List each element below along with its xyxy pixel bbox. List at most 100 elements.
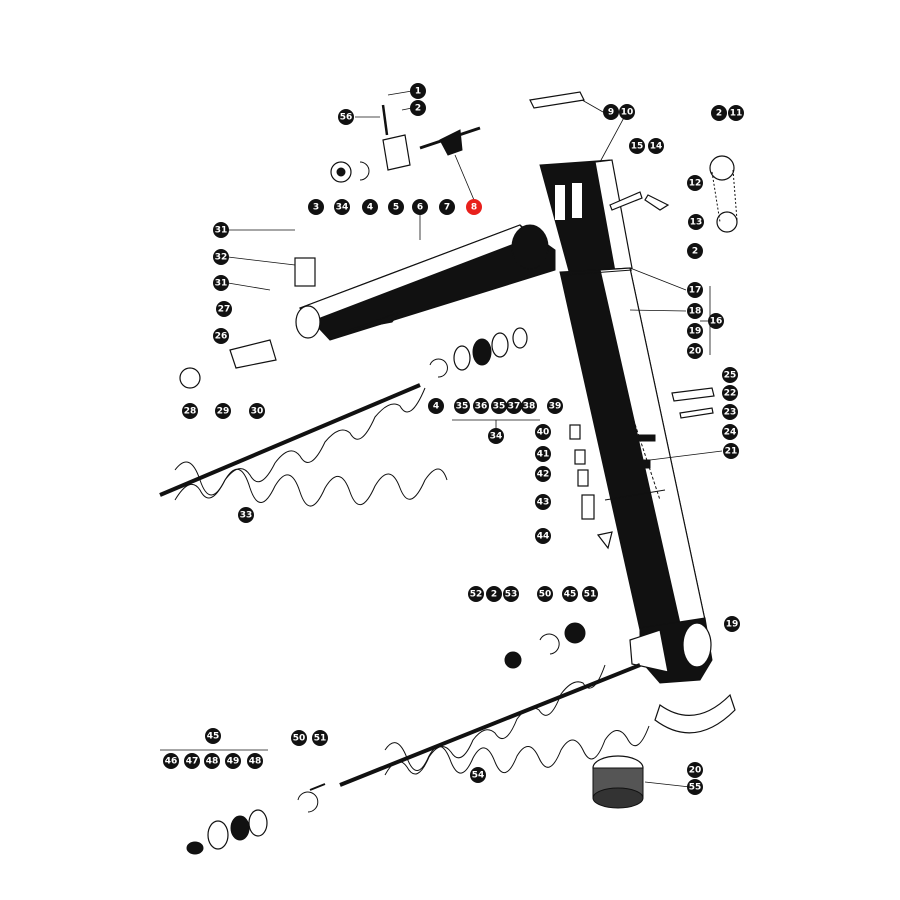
callout-c2b: 2 [711,105,727,121]
callout-number: 16 [710,317,723,327]
callout-bubble [388,199,404,215]
callout-c6: 6 [412,199,428,215]
callout-c22: 22 [722,385,738,401]
callout-number: 31 [215,279,228,289]
callout-number: 17 [689,286,702,296]
callout-number: 21 [725,447,738,457]
callout-bubble [535,528,551,544]
callout-number: 2 [415,104,421,114]
callout-number: 27 [218,305,231,315]
callout-bubble [215,403,231,419]
callout-bubble [535,424,551,440]
callout-number: 48 [249,757,262,767]
callout-c25: 25 [722,367,738,383]
callout-c40: 40 [535,424,551,440]
callout-bubble [687,762,703,778]
callout-c17: 17 [687,282,703,298]
callout-bubble [473,398,489,414]
callout-bubble [312,730,328,746]
callout-number: 47 [186,757,199,767]
callout-number: 51 [314,734,327,744]
callout-c9: 9 [603,104,619,120]
callout-bubble [688,214,704,230]
callout-c35a: 35 [454,398,470,414]
callout-bubble [468,586,484,602]
callout-bubble [687,243,703,259]
callout-bubble [216,301,232,317]
callout-bubble [687,175,703,191]
callout-c14: 14 [648,138,664,154]
callout-c55: 55 [687,779,703,795]
callout-c56: 56 [338,109,354,125]
callout-bubble [486,586,502,602]
callout-number: 38 [523,402,536,412]
callout-number: 28 [184,407,197,417]
callout-number: 52 [470,590,483,600]
callout-c10: 10 [619,104,635,120]
callout-c19a: 19 [687,323,703,339]
callout-c33: 33 [238,507,254,523]
callout-bubble [470,767,486,783]
callout-bubble [603,104,619,120]
callout-number: 3 [313,203,319,213]
callout-number: 11 [730,109,743,119]
callout-c18: 18 [687,303,703,319]
callout-number: 2 [692,247,698,257]
callout-bubble [163,753,179,769]
callout-c20a: 20 [687,343,703,359]
callout-number: 46 [165,757,178,767]
callout-bubble [711,105,727,121]
callout-c31a: 31 [213,222,229,238]
callout-c7: 7 [439,199,455,215]
callout-c2d: 2 [486,586,502,602]
callout-number: 56 [340,113,353,123]
callout-number: 50 [539,590,552,600]
callout-bubble [238,507,254,523]
upper-auger-screw [159,383,448,507]
callout-c45b: 45 [205,728,221,744]
callout-bubble [619,104,635,120]
callout-bubble [213,222,229,238]
callout-c21: 21 [723,443,739,459]
callout-c3: 3 [308,199,324,215]
callout-c2a: 2 [410,100,426,116]
callout-number: 19 [726,620,739,630]
callout-number: 39 [549,402,562,412]
callout-number: 10 [621,108,634,118]
callout-number: 13 [690,218,703,228]
callout-bubble [629,138,645,154]
callout-bubble [521,398,537,414]
callout-c1: 1 [410,83,426,99]
elevator-housing [539,159,713,684]
callout-bubble [708,313,724,329]
callout-c4b: 4 [428,398,444,414]
callout-bubble [723,443,739,459]
callout-bubble [535,494,551,510]
callout-bubble [722,385,738,401]
callout-bubble [687,282,703,298]
callout-c37: 37 [506,398,522,414]
callout-number: 14 [650,142,663,152]
callout-c51b: 51 [312,730,328,746]
callout-c48b: 48 [247,753,263,769]
callout-bubble [535,446,551,462]
callout-c5: 5 [388,199,404,215]
callout-c54: 54 [470,767,486,783]
lower-auger-screw [339,663,650,787]
callout-c27: 27 [216,301,232,317]
callout-number: 54 [472,771,485,781]
callout-number: 19 [689,327,702,337]
callout-number: 48 [206,757,219,767]
callout-number: 43 [537,498,550,508]
small-parts [179,91,738,855]
callout-c39: 39 [547,398,563,414]
callout-c20b: 20 [687,762,703,778]
callout-number: 25 [724,371,737,381]
callout-bubble [308,199,324,215]
callout-number: 37 [508,402,521,412]
callout-bubble [410,83,426,99]
callout-bubble [182,403,198,419]
callout-c48a: 48 [204,753,220,769]
callout-bubble [428,398,444,414]
callout-bubble [535,466,551,482]
